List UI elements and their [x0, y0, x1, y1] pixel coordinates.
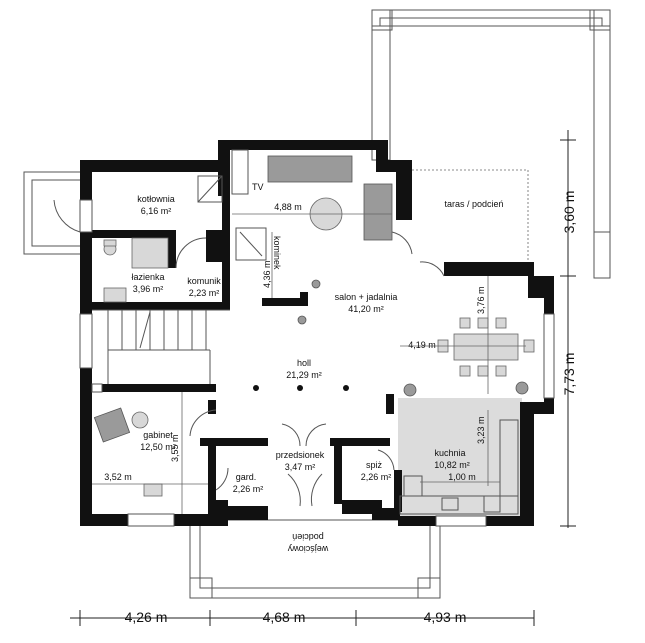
dim-bottom-right: 4,93 m [424, 609, 467, 625]
dim-salon-width: 4,88 m [274, 202, 302, 212]
podcien-line1: podcień [292, 532, 324, 542]
dim-bottom-mid: 4,68 m [263, 609, 306, 625]
plants [297, 279, 529, 397]
columns [253, 385, 349, 391]
dim-kitchen-depth: 3,23 m [476, 416, 486, 444]
dim-gabinet-depth: 3,55 m [170, 434, 180, 462]
holl-name: holl [297, 358, 311, 368]
living-furniture [267, 155, 393, 241]
dim-kitchen-width: 1,00 m [448, 472, 476, 482]
podcien-line2: wejściowy [287, 544, 329, 554]
dim-bottom-left: 4,26 m [125, 609, 168, 625]
entrance-porch-outline [189, 519, 441, 599]
exterior-dimension-lines [70, 130, 576, 626]
komunik-area: 2,23 m² [189, 288, 220, 298]
gard-area: 2,26 m² [233, 484, 264, 494]
kitchen-counters [399, 419, 519, 515]
dim-kominek-depth: 4,36 m [262, 260, 272, 288]
kuchnia-name: kuchnia [434, 448, 465, 458]
salon-name: salon + jadalnia [335, 292, 398, 302]
terrace-outline [371, 9, 611, 279]
kominek-label: kominek [272, 236, 282, 270]
kuchnia-area: 10,82 m² [434, 460, 470, 470]
dim-total-depth: 7,73 m [561, 353, 577, 396]
dim-dining-depth: 3,76 m [476, 286, 486, 314]
przedsionek-area: 3,47 m² [285, 462, 316, 472]
interior-walls [92, 196, 402, 512]
taras-label: taras / podcień [444, 199, 503, 209]
staircase [92, 309, 230, 384]
dim-gabinet-width: 3,52 m [104, 472, 132, 482]
lazienka-name: łazienka [131, 272, 164, 282]
salon-area: 41,20 m² [348, 304, 384, 314]
spiz-name: spiż [366, 460, 383, 470]
fixtures [103, 149, 267, 303]
komunik-name: komunik [187, 276, 221, 286]
windows [79, 199, 555, 527]
interior-dimension-lines [92, 213, 526, 514]
doors [53, 199, 445, 507]
holl-area: 21,29 m² [286, 370, 322, 380]
walls [80, 140, 554, 526]
kotlownia-area: 6,16 m² [141, 206, 172, 216]
lazienka-area: 3,96 m² [133, 284, 164, 294]
gabinet-name: gabinet [143, 430, 173, 440]
kotlownia-name: kotłownia [137, 194, 175, 204]
przedsionek-name: przedsionek [276, 450, 325, 460]
gabinet-area: 12,50 m² [140, 442, 176, 452]
office-furniture [93, 407, 163, 497]
dim-terrace-depth: 3,60 m [561, 191, 577, 234]
boiler-porch-outline [23, 171, 85, 255]
tv-label: TV [252, 182, 264, 192]
gard-name: gard. [236, 472, 257, 482]
spiz-area: 2,26 m² [361, 472, 392, 482]
dining-table [437, 317, 535, 377]
dim-dining-width: 4,19 m [408, 340, 436, 350]
